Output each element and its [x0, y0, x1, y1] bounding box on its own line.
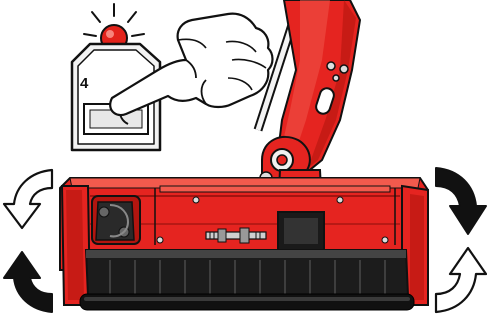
rotate-ccw-outline-icon — [4, 170, 52, 228]
rotate-ccw-outline-right-icon — [436, 248, 486, 312]
rotate-cw-filled-icon — [4, 252, 52, 312]
key-number-label: 4 — [80, 75, 89, 92]
mulcher-body — [60, 178, 428, 310]
rotate-cw-filled-right-icon — [436, 168, 486, 234]
